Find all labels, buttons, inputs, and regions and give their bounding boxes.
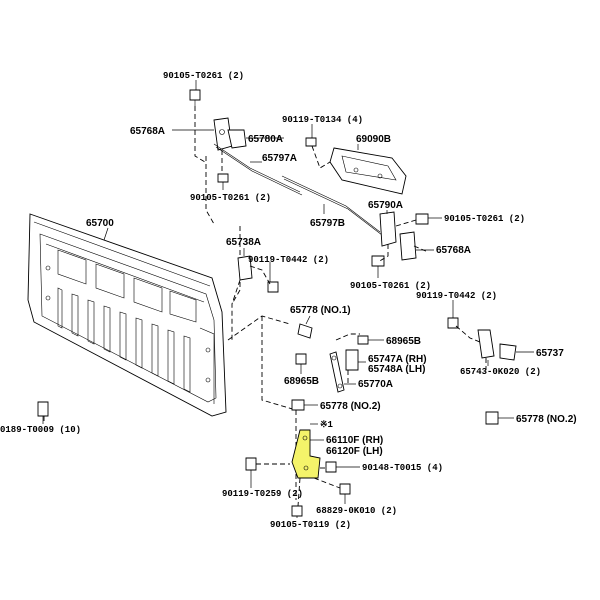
tailgate-panel: [27, 213, 227, 417]
label-90119-t0442-b: 90119-T0442 (2): [416, 291, 497, 301]
right-hinge-assembly: [371, 211, 429, 267]
callout-labels: 90105-T0261 (2) 65768A 65780A 90119-T013…: [0, 71, 577, 530]
left-hinge-assembly: [189, 89, 247, 305]
leader-lines: [42, 80, 534, 518]
support-65737: [447, 317, 517, 370]
label-65778-no2-b: 65778 (NO.2): [516, 414, 577, 425]
label-65790a: 65790A: [368, 200, 403, 211]
label-note-x1: ※1: [320, 420, 334, 430]
bracket-65738a: [231, 255, 279, 340]
label-65797b: 65797B: [310, 218, 345, 229]
label-90119-t0134: 90119-T0134 (4): [282, 115, 363, 125]
center-linkage: [227, 315, 369, 500]
label-65748a: 65748A (LH): [368, 364, 425, 375]
fastener-0189: [37, 401, 49, 424]
label-0189-t0009: 0189-T0009 (10): [0, 425, 81, 435]
handle-assembly: [305, 137, 407, 195]
label-90148-t0015: 90148-T0015 (4): [362, 463, 443, 473]
label-65737: 65737: [536, 348, 564, 359]
label-90119-t0259: 90119-T0259 (2): [222, 489, 303, 499]
label-68965b-left: 68965B: [284, 376, 319, 387]
label-65780a: 65780A: [248, 134, 283, 145]
label-65700: 65700: [86, 218, 114, 229]
label-65743-0k020: 65743-0K020 (2): [460, 367, 541, 377]
label-65747a: 65747A (RH): [368, 354, 427, 365]
label-65768a-right: 65768A: [436, 245, 471, 256]
label-68829-0k010: 68829-0K010 (2): [316, 506, 397, 516]
label-65797a: 65797A: [262, 153, 297, 164]
label-90105-t0261-right: 90105-T0261 (2): [444, 214, 525, 224]
label-90105-t0261-low: 90105-T0261 (2): [350, 281, 431, 291]
label-90105-t0261-mid: 90105-T0261 (2): [190, 193, 271, 203]
label-65768a-top: 65768A: [130, 126, 165, 137]
highlighted-hinge: [291, 429, 321, 479]
label-69090b: 69090B: [356, 134, 391, 145]
label-66120f: 66120F (LH): [326, 446, 383, 457]
label-65778-no1: 65778 (NO.1): [290, 305, 351, 316]
hinge-66110f: [245, 429, 351, 517]
label-90119-t0442-a: 90119-T0442 (2): [248, 255, 329, 265]
label-65738a: 65738A: [226, 237, 261, 248]
label-65770a: 65770A: [358, 379, 393, 390]
label-66110f: 66110F (RH): [326, 435, 383, 446]
clip-65778-right: [485, 411, 499, 425]
label-65778-no2-a: 65778 (NO.2): [320, 401, 381, 412]
label-90105-t0261-top: 90105-T0261 (2): [163, 71, 244, 81]
label-68965b-right: 68965B: [386, 336, 421, 347]
label-90105-t0119: 90105-T0119 (2): [270, 520, 351, 530]
lock-rods: [213, 143, 383, 236]
